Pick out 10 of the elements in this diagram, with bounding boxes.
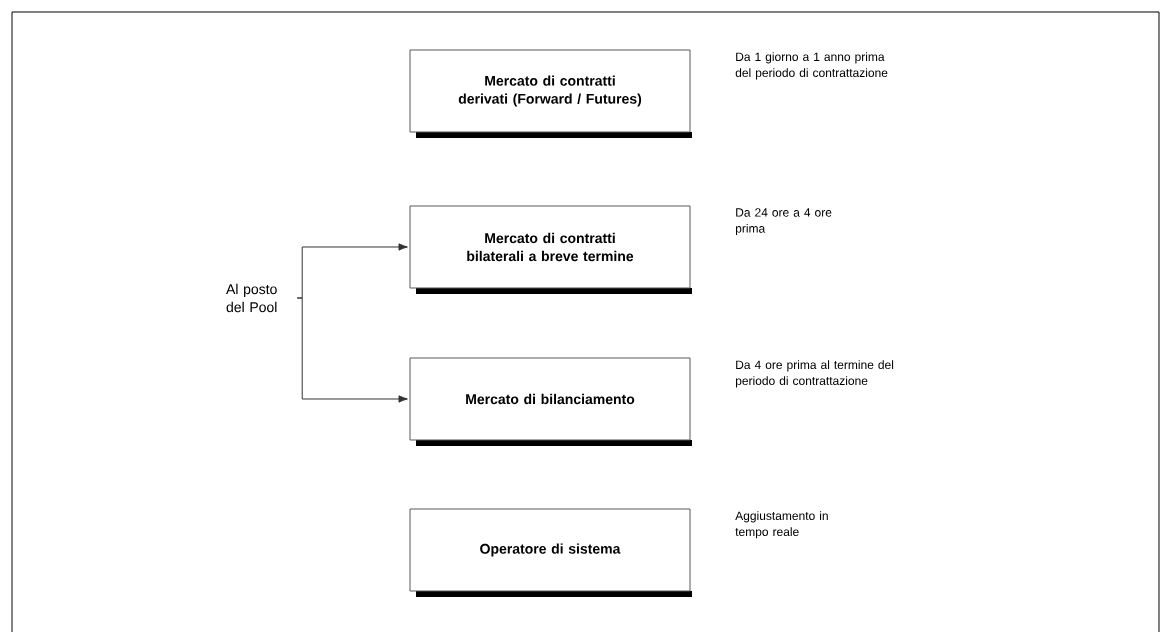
box: Mercato di contratti bilaterali a breve termine <box>409 205 692 294</box>
box: Mercato di bilanciamento <box>409 357 692 446</box>
arrow <box>296 297 408 403</box>
time-note: Da 4 ore prima al termine del periodo di contrattazione <box>735 360 894 388</box>
box: Mercato di contratti derivati (Forward / Futures) <box>409 49 692 138</box>
time-note: Da 1 giorno a 1 anno prima del periodo di contrattazione <box>735 52 888 80</box>
box: Operatore di sistema <box>409 508 692 597</box>
time-note: Aggiustamento in tempo reale <box>735 511 828 539</box>
time-note: Da 24 ore a 4 ore prima <box>735 208 832 236</box>
side-label: Al posto del Pool <box>226 283 277 313</box>
